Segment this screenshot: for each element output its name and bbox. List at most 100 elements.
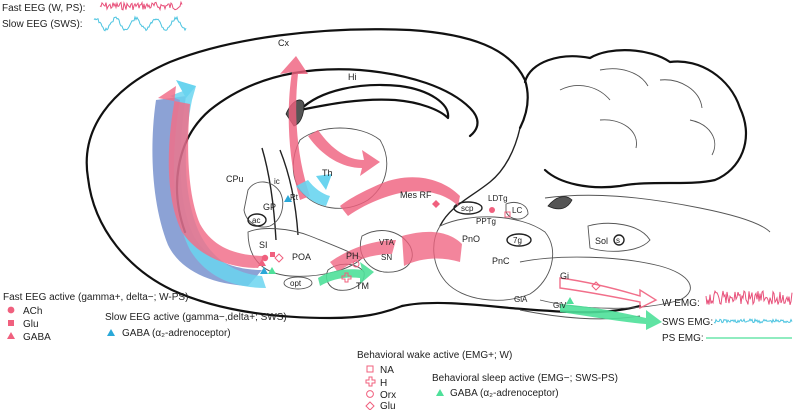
s-outline	[613, 234, 625, 246]
cerebellum-folia	[559, 68, 716, 156]
label-cpu: CPu	[226, 174, 244, 184]
label-opt: opt	[290, 279, 302, 288]
region-labels: Cx Hi CPu ic Rt Th GP ac SI POA opt PH T…	[226, 38, 620, 310]
glu-marker-si	[270, 252, 275, 257]
legend-sleep-title: Behavioral sleep active (EMG−; SWS-PS)	[432, 373, 618, 384]
label-7g: 7g	[513, 236, 522, 245]
eeg-traces: Fast EEG (W, PS): Slow EEG (SWS):	[2, 0, 187, 32]
lc-outline	[505, 202, 529, 220]
pink-cyan-top-arrow	[176, 80, 196, 98]
label-pno: PnO	[462, 234, 480, 244]
cerebellar-dark-fill	[547, 196, 573, 210]
pink-si-projection	[158, 86, 266, 268]
cerebellum-outline	[523, 49, 748, 189]
slow-gaba-marker-rt	[284, 195, 292, 202]
label-scp: scp	[461, 204, 474, 213]
orx-marker-ph	[352, 260, 360, 268]
glu-wake-marker-si	[274, 253, 284, 263]
label-pnc: PnC	[492, 256, 510, 266]
legend-sleep-gaba: GABA (α₂-adrenoceptor)	[450, 388, 559, 399]
label-ac: ac	[252, 216, 260, 225]
legend-na-icon	[366, 365, 374, 373]
sol-outline	[587, 222, 651, 252]
legend-glu-wake: Glu	[380, 401, 396, 410]
pink-gi-arrow	[559, 277, 658, 310]
legend-fast-title: Fast EEG active (gamma+, delta−; W-PS)	[3, 292, 188, 303]
legend-h-icon	[365, 376, 376, 387]
legend-na: NA	[380, 365, 394, 376]
label-pptg: PPTg	[476, 217, 496, 226]
legend-wake: Behavioral wake active (EMG+; W) NA H Or…	[357, 350, 512, 410]
legend-slow-gaba: GABA (α₂-adrenoceptor)	[122, 328, 231, 339]
legend-sleep: Behavioral sleep active (EMG−; SWS-PS) G…	[432, 373, 618, 399]
gaba-marker-giv	[566, 297, 574, 304]
pink-th-arrow	[308, 130, 380, 176]
slow-eeg-trace	[93, 15, 187, 32]
legend-gaba-icon	[7, 332, 15, 339]
legend-orx: Orx	[380, 390, 396, 401]
ach-marker-si	[261, 254, 269, 262]
ps-emg-label: PS EMG:	[662, 333, 704, 344]
legend-slow-eeg: Slow EEG active (gamma−,delta+; SWS) GAB…	[105, 312, 287, 339]
label-hi: Hi	[348, 72, 357, 82]
label-vta: VTA	[379, 238, 395, 247]
h-marker-tm	[341, 272, 352, 283]
pons-outline	[433, 216, 554, 301]
ach-marker-ldtg	[489, 207, 495, 213]
label-gia: GiA	[514, 295, 528, 304]
slow-gaba-marker-si	[260, 267, 268, 274]
ac-outline	[247, 213, 267, 227]
cell-markers	[258, 195, 601, 304]
pathways	[152, 56, 662, 330]
gp-outline	[243, 181, 284, 228]
w-emg-trace	[705, 290, 793, 306]
label-ldtg: LDTg	[488, 194, 508, 203]
pink-ph-projection	[330, 240, 396, 272]
label-sol: Sol	[595, 236, 608, 246]
label-gi: Gi	[560, 271, 569, 281]
opt-outline	[283, 276, 313, 290]
pink-brainstem-wedge	[402, 231, 462, 266]
internal-capsule-fiber	[261, 147, 277, 241]
label-si: SI	[259, 240, 268, 250]
fast-eeg-label: Fast EEG (W, PS):	[2, 3, 85, 14]
sleep-gaba-marker-poa	[268, 267, 276, 274]
cyan-rt-arrow	[296, 180, 330, 206]
medulla-outline	[519, 256, 691, 309]
label-poa: POA	[292, 252, 311, 262]
label-sn: SN	[381, 253, 392, 262]
label-tm: TM	[356, 281, 369, 291]
internal-capsule-fiber-2	[279, 149, 299, 236]
w-emg-label: W EMG:	[662, 298, 700, 309]
fast-eeg-trace	[99, 0, 183, 12]
legend-glu: Glu	[23, 319, 39, 330]
label-mes-rf: Mes RF	[400, 190, 432, 200]
legend-ach-icon	[7, 306, 15, 314]
legend-slow-title: Slow EEG active (gamma−,delta+; SWS)	[105, 312, 287, 323]
legend-fast-eeg: Fast EEG active (gamma+, delta−; W-PS) A…	[3, 292, 188, 343]
legend-orx-icon	[366, 390, 374, 398]
label-ic: ic	[274, 177, 280, 186]
legend-ach: ACh	[23, 306, 42, 317]
legend-gaba: GABA	[23, 332, 51, 343]
slow-eeg-label: Slow EEG (SWS):	[2, 19, 83, 30]
midbrain-outline	[360, 230, 413, 273]
hippocampus-outline	[298, 83, 450, 120]
gaba-marker-si	[258, 259, 266, 266]
glu-marker-mesrf	[432, 200, 440, 208]
brainstem-dorsal-2	[544, 194, 771, 233]
label-th: Th	[322, 168, 333, 178]
7g-outline	[506, 233, 532, 247]
sws-emg-trace	[713, 318, 793, 324]
legend-slow-gaba-icon	[107, 329, 115, 336]
label-ph: PH	[346, 251, 359, 261]
label-cx: Cx	[278, 38, 289, 48]
label-lc: LC	[512, 206, 522, 215]
green-tm-arrow	[318, 262, 374, 286]
emg-traces: W EMG: SWS EMG: PS EMG:	[662, 290, 793, 344]
sws-emg-label: SWS EMG:	[662, 317, 713, 328]
pink-mesrf-projection	[340, 177, 460, 216]
legend-glu-icon	[8, 320, 14, 326]
label-rt: Rt	[290, 193, 299, 202]
